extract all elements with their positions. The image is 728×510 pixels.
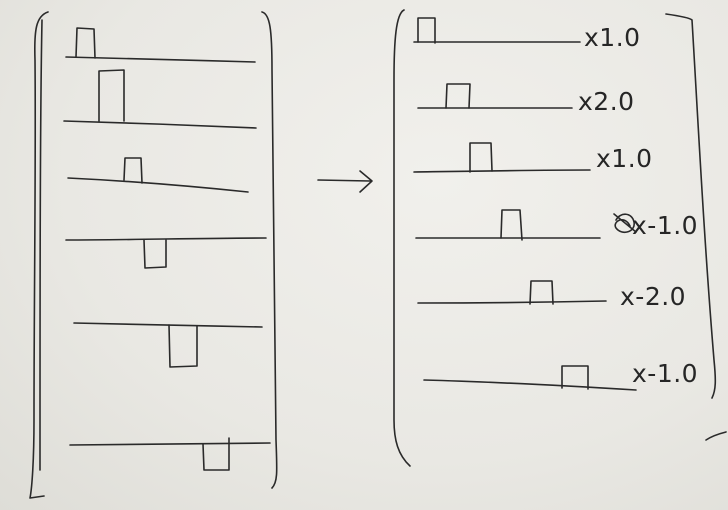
left-matrix-open-bracket (29, 11, 49, 499)
right-row-3-pulse (469, 142, 493, 173)
right-row-1-pulse (417, 17, 436, 44)
left-row-6-baseline (69, 442, 271, 446)
right-matrix-edge-mark (705, 431, 727, 441)
left-matrix-close-bracket (261, 11, 278, 489)
transform-arrow-icon (317, 170, 373, 193)
right-row-5 (417, 280, 607, 305)
scribbled-out-mark (613, 213, 637, 234)
multiplier-label-2: x2.0 (578, 87, 635, 116)
left-matrix-open-bracket-inner (39, 19, 43, 471)
left-row-4-pulse (143, 239, 167, 269)
right-row-3-baseline (413, 169, 591, 173)
right-row-6-pulse (561, 365, 589, 390)
left-row-6-pulse (202, 437, 230, 471)
left-row-5-baseline (73, 322, 263, 328)
multiplier-label-3: x1.0 (596, 144, 653, 173)
right-row-2 (417, 83, 573, 109)
left-row-1-baseline (65, 56, 256, 63)
left-row-3 (67, 157, 249, 193)
right-row-5-pulse (529, 280, 554, 305)
multiplier-label-6: x-1.0 (632, 359, 698, 388)
right-row-2-pulse (445, 83, 471, 109)
left-row-3-pulse (123, 157, 143, 184)
right-row-3 (413, 142, 591, 173)
left-row-5-pulse (168, 324, 198, 368)
right-matrix-close-bracket (665, 13, 717, 399)
left-row-4 (65, 237, 267, 269)
left-row-2-baseline (63, 120, 257, 129)
right-row-6 (423, 365, 637, 391)
right-row-4 (415, 209, 601, 241)
left-row-4-baseline (65, 237, 267, 241)
left-row-1-pulse (75, 27, 96, 59)
left-row-2-pulse (98, 69, 125, 122)
left-row-1 (65, 27, 256, 63)
multiplier-label-1: x1.0 (584, 23, 641, 52)
left-row-3-baseline (67, 177, 249, 193)
left-row-5 (73, 322, 263, 368)
right-row-1 (413, 17, 581, 44)
right-row-4-pulse (500, 209, 523, 241)
right-row-5-baseline (417, 300, 607, 304)
left-row-2 (63, 69, 257, 129)
multiplier-label-4: x-1.0 (632, 211, 698, 240)
right-row-6-baseline (423, 379, 637, 391)
right-matrix-open-bracket (393, 9, 411, 467)
multiplier-label-5: x-2.0 (620, 282, 686, 311)
left-row-6 (69, 437, 271, 471)
